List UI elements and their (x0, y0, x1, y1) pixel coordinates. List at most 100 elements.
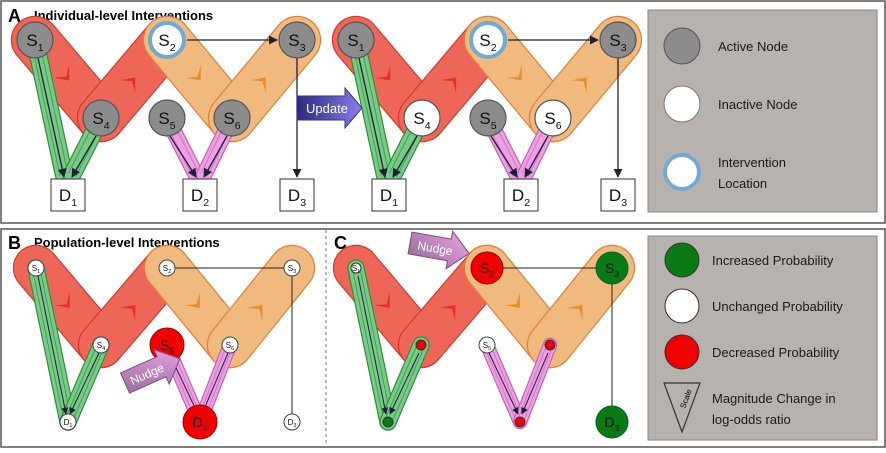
pink-band-stripe (483, 345, 518, 424)
node-s3-circle (283, 259, 301, 277)
green-band-stripe (38, 39, 69, 175)
node-s5-label-letter: S (479, 109, 490, 128)
node-d1-label-sub: 1 (392, 197, 398, 209)
orange-chevron (250, 77, 266, 94)
red-chevron (374, 292, 390, 309)
node-s5-label: S5 (158, 109, 175, 132)
node-s6-label: S6 (223, 109, 240, 132)
node-s4-circle (403, 99, 441, 137)
node-s3-label: S3 (609, 31, 626, 54)
node-d2-circle (182, 404, 218, 440)
panel-c-letter: C (334, 233, 347, 253)
node-d3-box (279, 178, 315, 212)
panel-b-letter: B (8, 233, 21, 253)
node-d3-circle (595, 405, 629, 439)
node-s4-dot (415, 339, 427, 351)
orange-chevron (566, 304, 583, 321)
orange-chevron (571, 77, 587, 94)
node-s3-label-letter: S (605, 260, 614, 276)
node-s3-label-sub: 3 (621, 42, 627, 54)
node-s6-label-sub: 6 (231, 346, 234, 352)
node-s1-label: S1 (352, 264, 360, 275)
panel-a-frame (0, 0, 886, 224)
panel-a-letter: A (8, 6, 21, 26)
node-d2-label-sub: 2 (203, 423, 208, 433)
node-s2-label: S2 (479, 31, 496, 54)
node-s5-label-letter: S (160, 337, 169, 353)
nudge-arrow-b: Nudge (119, 348, 181, 394)
orange-chevron (184, 292, 200, 309)
node-d1-circle (59, 413, 77, 431)
arrow-s6-d2 (524, 135, 549, 178)
node-s3-label-sub: 3 (300, 42, 306, 54)
node-d1-label-letter: D (64, 418, 70, 427)
green-band-stripe (31, 268, 65, 423)
node-s4-label-sub: 4 (425, 120, 431, 132)
node-s5-label-letter: S (483, 341, 488, 350)
node-s2-ring (148, 21, 186, 59)
node-s2-label-letter: S (479, 31, 490, 50)
node-s5-label-sub: 5 (169, 346, 174, 356)
node-s1-label: S1 (347, 31, 364, 54)
red-chevron (54, 292, 70, 309)
update-label: Update (306, 101, 348, 116)
node-d3-label-letter: D (288, 186, 300, 205)
node-s3-label-sub: 3 (614, 269, 619, 279)
orange-chevron (246, 304, 263, 321)
node-s1-label-sub: 1 (359, 42, 365, 54)
node-s3-circle (595, 251, 629, 285)
node-s4-circle (92, 336, 110, 354)
node-s5-circle (469, 99, 507, 137)
node-s4-label: S4 (92, 109, 109, 132)
node-d2-box (182, 178, 218, 212)
panel-bc-frame (0, 228, 886, 448)
node-d3-label-letter: D (605, 414, 615, 430)
green-band-stripe (70, 346, 105, 424)
node-d3-label-sub: 3 (615, 423, 620, 433)
node-s5-label-sub: 5 (170, 120, 176, 132)
orange-chevron (504, 292, 520, 309)
node-s1-label-sub: 1 (38, 42, 44, 54)
node-s6-label: S6 (226, 341, 234, 352)
node-s1-label: S1 (32, 264, 40, 275)
arrow-s1-d1 (358, 57, 388, 178)
arrow-s5-d2 (488, 352, 519, 415)
node-s6-dot (544, 339, 556, 351)
nudge-arrow-c: Nudge (407, 230, 470, 270)
scale-triangle-icon (663, 382, 701, 434)
node-s2-label-sub: 2 (491, 42, 497, 54)
arrow-s6-d2 (203, 135, 228, 178)
node-d2-label-letter: D (512, 186, 524, 205)
nudge-label-c: Nudge (416, 238, 454, 258)
node-s2-label-sub: 2 (489, 269, 494, 279)
inactive-node-swatch (663, 85, 701, 123)
node-s1-label-letter: S (347, 31, 358, 50)
node-d2-label-sub: 2 (524, 197, 530, 209)
node-s1-dot (350, 262, 362, 274)
node-s6-label-sub: 6 (235, 120, 241, 132)
node-s6-label-letter: S (226, 341, 231, 350)
node-s5-label: S5 (483, 341, 491, 352)
arrow-s4-d1 (389, 352, 420, 415)
node-s3-label-letter: S (288, 31, 299, 50)
node-s3-label-letter: S (288, 264, 293, 273)
node-s2-label-sub: 2 (168, 269, 171, 275)
increased-swatch (664, 242, 700, 278)
node-s1-circle (337, 21, 375, 59)
node-d2-label: D2 (193, 414, 208, 433)
legend-active-label: Active Node (718, 39, 788, 54)
arrow-s5-d2 (169, 135, 197, 178)
node-s6-label: S6 (544, 109, 561, 132)
orange-chevron (185, 64, 201, 81)
arrow-s4-d1 (69, 352, 100, 415)
node-s3-label-sub: 3 (293, 269, 296, 275)
node-s6-label-letter: S (544, 109, 555, 128)
active-node-swatch (663, 27, 701, 65)
node-s1-circle (27, 259, 45, 277)
green-band-stripe (390, 346, 425, 424)
node-s4-label: S4 (413, 109, 430, 132)
node-s5-label-letter: S (158, 109, 169, 128)
legend-inactive-label: Inactive Node (718, 97, 798, 112)
